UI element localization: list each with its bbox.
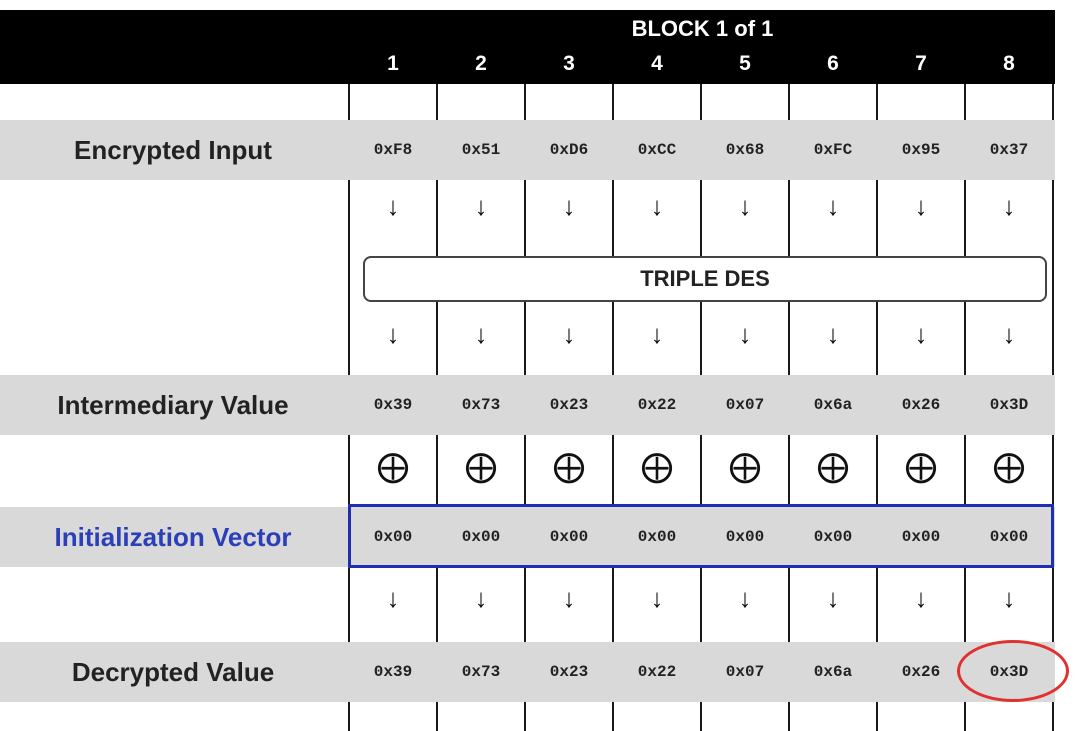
initialization-vector-byte-8: 0x00 xyxy=(989,528,1029,546)
encrypted-input-byte-6: 0xFC xyxy=(813,141,853,159)
down-arrow-icon: ↓ xyxy=(562,191,576,221)
encrypted-input-byte-4: 0xCC xyxy=(637,141,677,159)
column-number-2: 2 xyxy=(475,52,487,75)
xor-icon: ⨁ xyxy=(993,448,1025,484)
column-number-6: 6 xyxy=(827,52,839,75)
column-number-5: 5 xyxy=(739,52,751,75)
intermediary-value-byte-6: 0x6a xyxy=(813,396,853,414)
down-arrow-icon: ↓ xyxy=(1002,583,1016,613)
down-arrow-icon: ↓ xyxy=(474,191,488,221)
encrypted-input-byte-7: 0x95 xyxy=(901,141,941,159)
down-arrow-icon: ↓ xyxy=(386,191,400,221)
down-arrow-icon: ↓ xyxy=(738,583,752,613)
down-arrow-icon: ↓ xyxy=(738,191,752,221)
initialization-vector-label: Initialization Vector xyxy=(54,522,292,552)
down-arrow-icon: ↓ xyxy=(914,583,928,613)
down-arrow-icon: ↓ xyxy=(1002,191,1016,221)
down-arrow-icon: ↓ xyxy=(562,583,576,613)
down-arrow-icon: ↓ xyxy=(826,583,840,613)
xor-icon: ⨁ xyxy=(553,448,585,484)
encrypted-input-byte-3: 0xD6 xyxy=(549,141,589,159)
decrypted-value-byte-3: 0x23 xyxy=(549,663,589,681)
block-header xyxy=(0,10,1055,84)
column-number-1: 1 xyxy=(387,52,399,75)
encrypted-input-label: Encrypted Input xyxy=(74,135,272,165)
intermediary-value-byte-2: 0x73 xyxy=(461,396,501,414)
xor-icon: ⨁ xyxy=(465,448,497,484)
initialization-vector-byte-5: 0x00 xyxy=(725,528,765,546)
initialization-vector-byte-1: 0x00 xyxy=(373,528,413,546)
intermediary-value-byte-4: 0x22 xyxy=(637,396,677,414)
xor-icon: ⨁ xyxy=(641,448,673,484)
intermediary-value-label: Intermediary Value xyxy=(57,390,289,420)
intermediary-value-byte-3: 0x23 xyxy=(549,396,589,414)
decrypted-value-label: Decrypted Value xyxy=(71,657,275,687)
xor-icon: ⨁ xyxy=(377,448,409,484)
decrypted-value-byte-1: 0x39 xyxy=(373,663,413,681)
initialization-vector-byte-4: 0x00 xyxy=(637,528,677,546)
iv-highlight-box xyxy=(348,504,1054,568)
down-arrow-icon: ↓ xyxy=(826,191,840,221)
down-arrow-icon: ↓ xyxy=(562,319,576,349)
down-arrow-icon: ↓ xyxy=(826,319,840,349)
down-arrow-icon: ↓ xyxy=(914,191,928,221)
intermediary-value-row xyxy=(0,375,1055,435)
down-arrow-icon: ↓ xyxy=(474,583,488,613)
down-arrow-icon: ↓ xyxy=(1002,319,1016,349)
down-arrow-icon: ↓ xyxy=(914,319,928,349)
encrypted-input-byte-5: 0x68 xyxy=(725,141,765,159)
intermediary-value-byte-1: 0x39 xyxy=(373,396,413,414)
initialization-vector-byte-6: 0x00 xyxy=(813,528,853,546)
intermediary-value-byte-7: 0x26 xyxy=(901,396,941,414)
last-byte-highlight xyxy=(957,640,1069,702)
intermediary-value-byte-5: 0x07 xyxy=(725,396,765,414)
column-number-8: 8 xyxy=(1003,52,1015,75)
triple-des-box: TRIPLE DES xyxy=(363,256,1047,302)
decrypted-value-byte-7: 0x26 xyxy=(901,663,941,681)
column-number-3: 3 xyxy=(563,52,575,75)
initialization-vector-byte-2: 0x00 xyxy=(461,528,501,546)
decrypted-value-byte-6: 0x6a xyxy=(813,663,853,681)
decrypted-value-byte-4: 0x22 xyxy=(637,663,677,681)
down-arrow-icon: ↓ xyxy=(650,191,664,221)
down-arrow-icon: ↓ xyxy=(474,319,488,349)
down-arrow-icon: ↓ xyxy=(386,319,400,349)
decrypted-value-byte-2: 0x73 xyxy=(461,663,501,681)
intermediary-value-byte-8: 0x3D xyxy=(989,396,1029,414)
encrypted-input-byte-2: 0x51 xyxy=(461,141,501,159)
column-number-4: 4 xyxy=(651,52,663,75)
initialization-vector-row xyxy=(0,507,1055,567)
initialization-vector-byte-3: 0x00 xyxy=(549,528,589,546)
encrypted-input-byte-8: 0x37 xyxy=(989,141,1029,159)
decrypted-value-byte-5: 0x07 xyxy=(725,663,765,681)
column-number-7: 7 xyxy=(915,52,927,75)
encrypted-input-row xyxy=(0,120,1055,180)
block-title: BLOCK 1 of 1 xyxy=(631,16,774,41)
xor-icon: ⨁ xyxy=(905,448,937,484)
down-arrow-icon: ↓ xyxy=(738,319,752,349)
xor-icon: ⨁ xyxy=(729,448,761,484)
decrypted-value-row xyxy=(0,642,1055,702)
xor-icon: ⨁ xyxy=(817,448,849,484)
encrypted-input-byte-1: 0xF8 xyxy=(373,141,413,159)
down-arrow-icon: ↓ xyxy=(650,583,664,613)
down-arrow-icon: ↓ xyxy=(386,583,400,613)
down-arrow-icon: ↓ xyxy=(650,319,664,349)
initialization-vector-byte-7: 0x00 xyxy=(901,528,941,546)
